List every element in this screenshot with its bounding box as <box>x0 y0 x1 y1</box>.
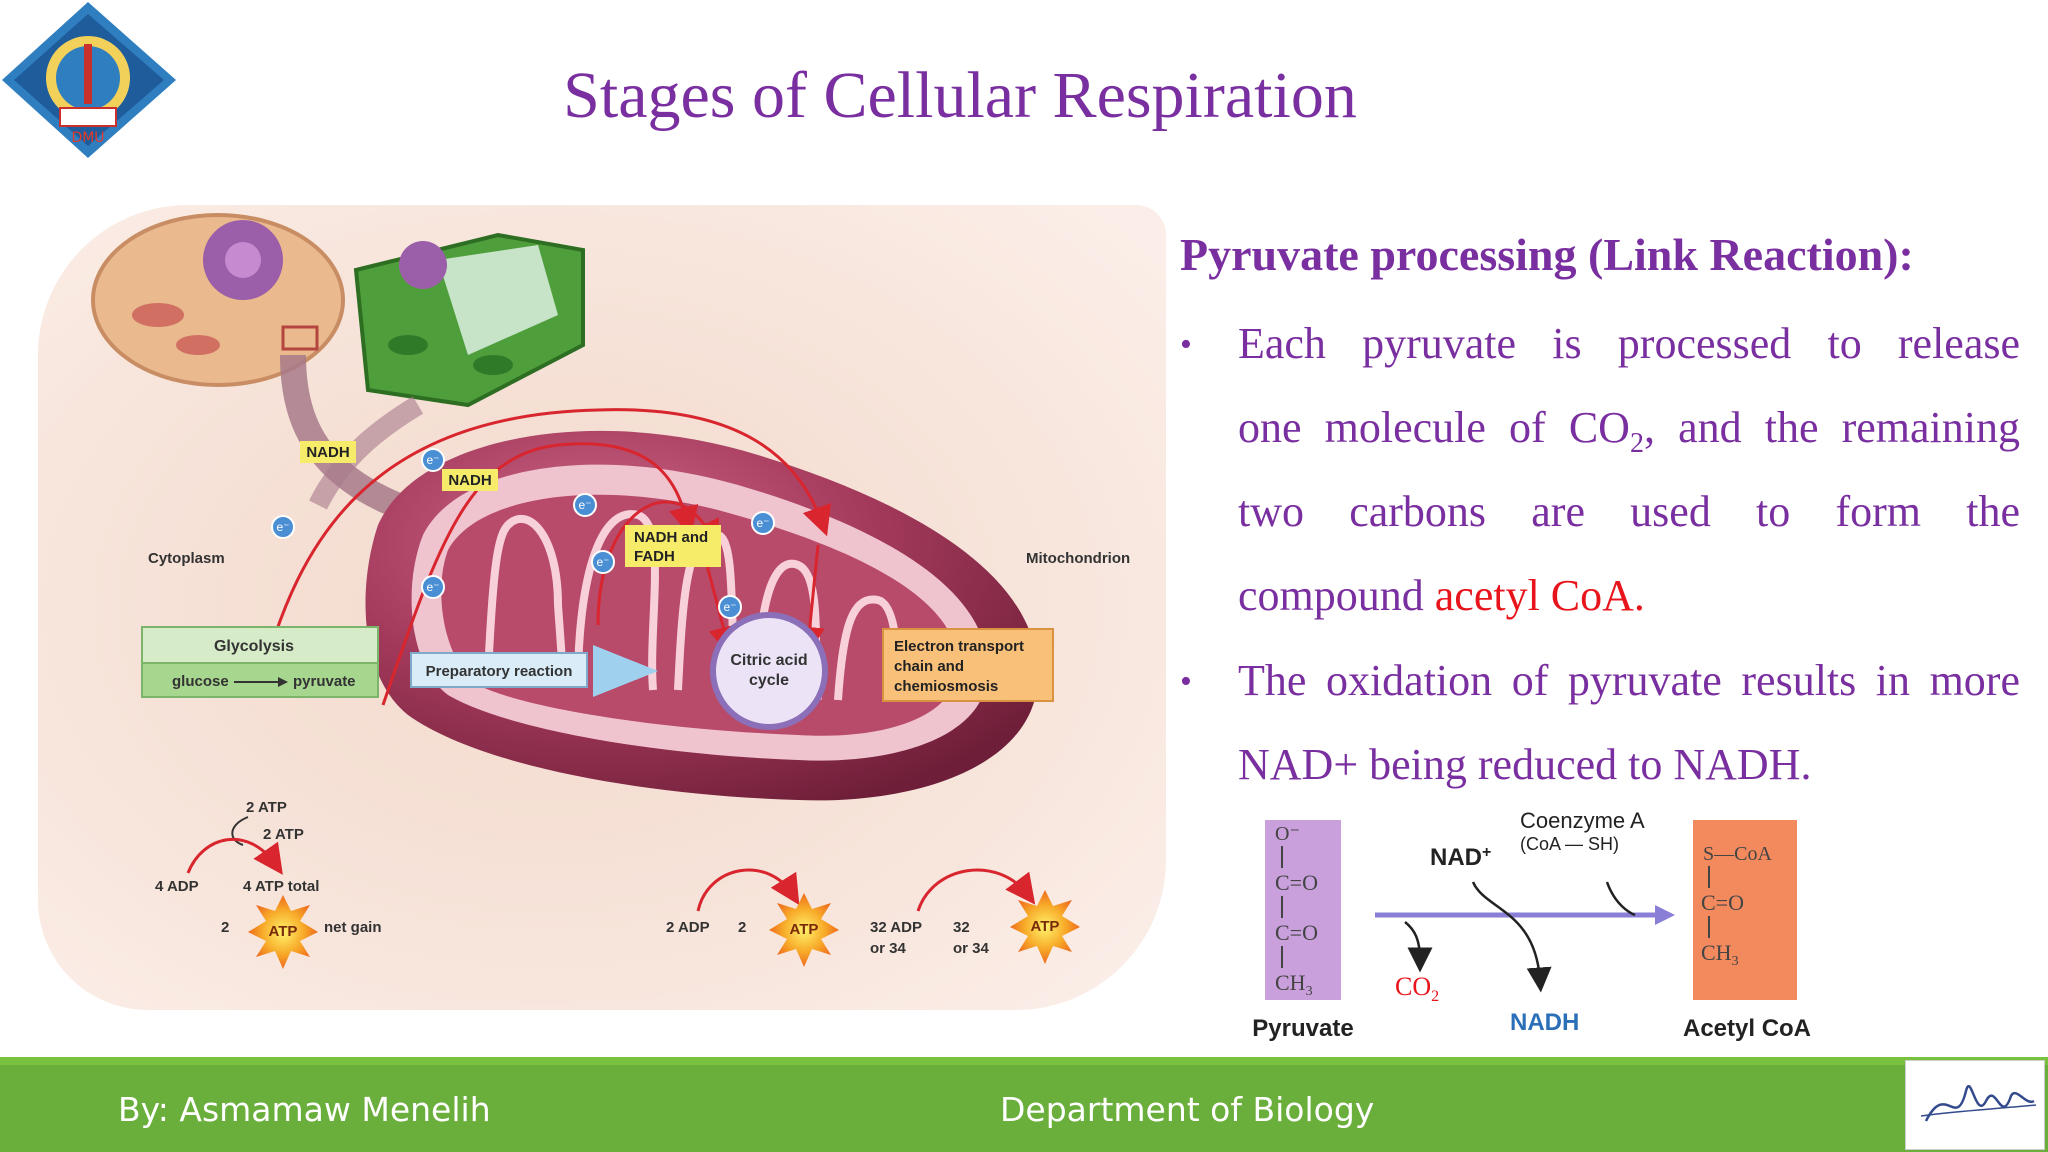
coenzyme-label: Coenzyme A <box>1520 810 1645 833</box>
svg-text:O⁻: O⁻ <box>1275 823 1300 845</box>
plant-cell-illustration <box>353 232 585 408</box>
svg-text:C=O: C=O <box>1275 920 1318 945</box>
acetyl-coa-label: Acetyl CoA <box>1683 1015 1811 1042</box>
pyruvate-label: Pyruvate <box>1252 1015 1353 1042</box>
svg-text:ATP: ATP <box>269 923 298 940</box>
nadh-product-label: NADH <box>1510 1009 1579 1036</box>
preparatory-reaction-box: Preparatory reaction <box>410 645 658 697</box>
svg-text:ATP: ATP <box>790 921 819 938</box>
mitochondrion-label: Mitochondrion <box>1026 550 1130 567</box>
svg-text:or 34: or 34 <box>953 940 990 957</box>
svg-text:32 ADP: 32 ADP <box>870 919 922 936</box>
svg-text:2 ATP: 2 ATP <box>246 799 287 816</box>
svg-text:2 ATP: 2 ATP <box>263 826 304 843</box>
bullet-1-line-4: compound acetyl CoA. <box>1238 571 1645 620</box>
bullet-1: • Each pyruvate is processed to release … <box>1180 318 2020 658</box>
signature-image <box>1905 1060 2045 1150</box>
glycolysis-box: Glycolysis glucose pyruvate <box>141 626 379 698</box>
svg-text:e⁻: e⁻ <box>426 580 439 594</box>
svg-text:e⁻: e⁻ <box>596 555 609 569</box>
bullet-dot: • <box>1180 326 1192 363</box>
animal-cell-illustration <box>91 213 345 387</box>
svg-text:pyruvate: pyruvate <box>293 673 356 690</box>
svg-text:e⁻: e⁻ <box>426 453 439 467</box>
slide-title: Stages of Cellular Respiration <box>563 59 1357 132</box>
svg-text:2: 2 <box>738 919 746 936</box>
svg-text:ATP: ATP <box>1031 918 1060 935</box>
svg-text:4 ATP total: 4 ATP total <box>243 878 319 895</box>
svg-text:C=O: C=O <box>1275 870 1318 895</box>
svg-text:chemiosmosis: chemiosmosis <box>894 678 998 695</box>
bullet-1-line-2: one molecule of CO2, and the remaining <box>1238 403 2020 459</box>
svg-text:2: 2 <box>221 919 229 936</box>
cellular-respiration-figure: e⁻ e⁻ e⁻ e⁻ e⁻ e⁻ e⁻ NADH NADH NADH and … <box>38 205 1166 1010</box>
svg-text:or 34: or 34 <box>870 940 907 957</box>
electron-markers: e⁻ e⁻ e⁻ e⁻ e⁻ e⁻ e⁻ <box>271 448 775 619</box>
svg-text:e⁻: e⁻ <box>723 600 736 614</box>
svg-text:S—CoA: S—CoA <box>1703 843 1772 865</box>
university-logo: DMU <box>2 2 176 158</box>
coash-label: (CoA — SH) <box>1520 834 1619 854</box>
svg-text:Citric acid: Citric acid <box>730 652 807 669</box>
footer-bar <box>0 1057 2048 1152</box>
svg-text:Electron transport: Electron transport <box>894 638 1024 655</box>
footer-author: By: Asmamaw Menelih <box>118 1090 491 1129</box>
svg-text:Glycolysis: Glycolysis <box>214 638 294 655</box>
electron-transport-box: Electron transport chain and chemiosmosi… <box>882 628 1054 702</box>
svg-text:4 ADP: 4 ADP <box>155 878 199 895</box>
svg-text:Preparatory reaction: Preparatory reaction <box>426 663 573 680</box>
section-heading: Pyruvate processing (Link Reaction): <box>1180 229 1914 280</box>
bullet-dot: • <box>1180 663 1192 700</box>
logo-text: DMU <box>71 130 104 146</box>
pyruvate-box <box>1265 820 1341 1000</box>
bullet-1-line-3: two carbons are used to form the <box>1238 487 2020 536</box>
cytoplasm-label: Cytoplasm <box>148 550 225 567</box>
svg-text:chain and: chain and <box>894 658 964 675</box>
svg-text:e⁻: e⁻ <box>578 498 591 512</box>
nadh-fadh-label-line1: NADH and <box>634 529 708 546</box>
nad-label: NAD+ <box>1430 844 1491 871</box>
glycolysis-atp-summary: 2 ATP 2 ATP 4 ADP 4 ATP total 2 ATP net … <box>155 799 382 969</box>
bullet-1-line-1: Each pyruvate is processed to release <box>1238 319 2020 368</box>
svg-text:CH3: CH3 <box>1701 940 1739 969</box>
nadh-fadh-label-line2: FADH <box>634 548 675 565</box>
svg-text:2 ADP: 2 ADP <box>666 919 710 936</box>
acetyl-coa-box <box>1693 820 1797 1000</box>
svg-text:glucose: glucose <box>172 673 229 690</box>
nadh-label-1: NADH <box>306 444 349 461</box>
svg-text:32: 32 <box>953 919 970 936</box>
acetyl-coa-highlight: acetyl CoA. <box>1434 571 1645 620</box>
etc-atp: 32 ADP or 34 32 or 34 ATP <box>870 868 1080 964</box>
co2-label: CO2 <box>1395 972 1439 1005</box>
citric-acid-atp: 2 ADP 2 ATP <box>666 868 839 967</box>
citric-acid-cycle: Citric acid cycle <box>710 612 828 730</box>
nadh-label-2: NADH <box>448 472 491 489</box>
footer-department: Department of Biology <box>1000 1090 1375 1129</box>
svg-text:cycle: cycle <box>749 672 789 689</box>
svg-text:e⁻: e⁻ <box>756 516 769 530</box>
bullet-2-line-2: NAD+ being reduced to NADH. <box>1238 740 1812 789</box>
link-reaction-diagram: O⁻ C=O C=O CH3 Pyruvate NAD+ Coenzyme A … <box>1252 810 1811 1042</box>
svg-text:e⁻: e⁻ <box>276 520 289 534</box>
bullet-2-line-1: The oxidation of pyruvate results in mor… <box>1238 656 2020 705</box>
bullet-2: • The oxidation of pyruvate results in m… <box>1180 655 2020 825</box>
svg-text:C=O: C=O <box>1701 890 1744 915</box>
svg-text:net gain: net gain <box>324 919 382 936</box>
svg-text:CH3: CH3 <box>1275 970 1313 999</box>
